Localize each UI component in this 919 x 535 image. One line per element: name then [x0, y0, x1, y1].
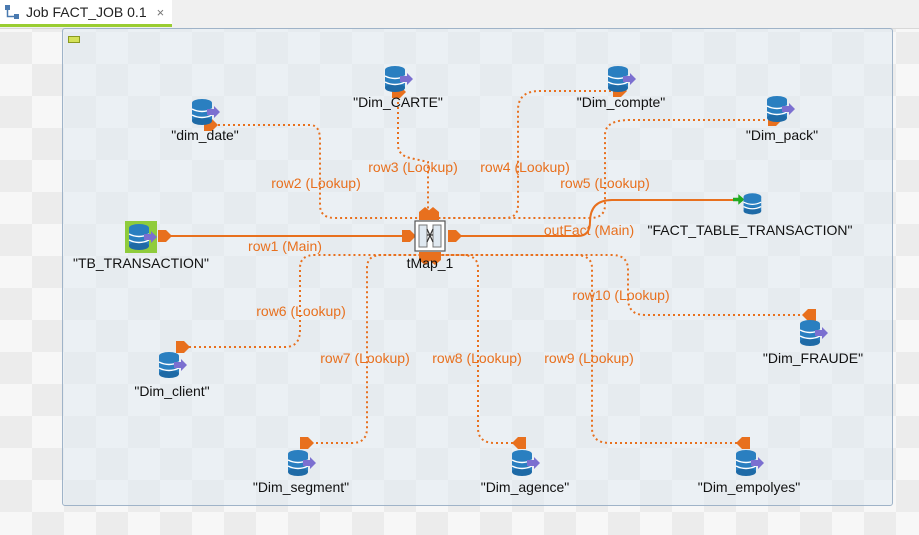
- wire-row7[interactable]: [306, 254, 424, 444]
- conn-label-row3: row3 (Lookup): [368, 159, 458, 175]
- tab-title: Job FACT_JOB 0.1: [26, 4, 147, 20]
- database-icon[interactable]: [127, 222, 157, 252]
- node-label-dim-empolyes: "Dim_empolyes": [697, 479, 801, 495]
- node-label-dim-fraude: "Dim_FRAUDE": [762, 350, 864, 366]
- wire-row2[interactable]: [208, 124, 428, 219]
- tmap-lookup-bottom-2: [429, 252, 441, 265]
- database-icon[interactable]: [286, 448, 316, 478]
- conn-label-outfact: outFact (Main): [543, 222, 635, 238]
- row9-connector: [736, 437, 750, 449]
- tmap-input-main: [402, 230, 416, 242]
- row7-connector: [300, 437, 314, 449]
- wire-row5[interactable]: [440, 119, 770, 219]
- node-label-dim-agence: "Dim_agence": [480, 479, 570, 495]
- conn-label-row8: row8 (Lookup): [432, 350, 522, 366]
- row10-connector: [802, 309, 816, 321]
- job-icon: [5, 5, 19, 19]
- database-icon[interactable]: [510, 448, 540, 478]
- database-icon[interactable]: [383, 64, 413, 94]
- wire-row10[interactable]: [442, 254, 805, 316]
- node-label-dim-date: "dim_date": [171, 127, 239, 143]
- conn-label-row4: row4 (Lookup): [480, 159, 570, 175]
- database-icon[interactable]: [157, 350, 187, 380]
- node-label-dim-pack: "Dim_pack": [745, 127, 819, 143]
- wire-row6[interactable]: [184, 254, 420, 348]
- tab-job-fact-job[interactable]: Job FACT_JOB 0.1 ×: [0, 0, 172, 27]
- node-label-tmap: tMap_1: [406, 255, 454, 271]
- node-label-tb-transaction: "TB_TRANSACTION": [73, 255, 209, 271]
- node-label-dim-compte: "Dim_compte": [576, 94, 666, 110]
- conn-label-row10: row10 (Lookup): [572, 287, 670, 303]
- close-icon[interactable]: ×: [156, 4, 165, 20]
- conn-label-row9: row9 (Lookup): [544, 350, 634, 366]
- conn-label-row5: row5 (Lookup): [560, 175, 650, 191]
- tmap-output-main: [448, 230, 462, 242]
- database-icon[interactable]: [798, 318, 828, 348]
- database-icon[interactable]: [765, 94, 795, 124]
- collapse-subjob-button[interactable]: [68, 36, 80, 43]
- conn-label-row7: row7 (Lookup): [320, 350, 410, 366]
- wire-row4[interactable]: [438, 90, 616, 219]
- node-label-dim-segment: "Dim_segment": [252, 479, 350, 495]
- conn-label-row1: row1 (Main): [248, 238, 322, 254]
- database-icon[interactable]: [733, 188, 763, 218]
- row8-connector: [512, 437, 526, 449]
- tmap-lookup-top-2: [427, 207, 439, 220]
- database-icon[interactable]: [190, 97, 220, 127]
- tmap-lookup-bottom: [419, 252, 431, 265]
- wire-row8[interactable]: [436, 254, 513, 444]
- row1-connector: [158, 230, 172, 242]
- tmap-icon[interactable]: [414, 220, 446, 252]
- row6-connector: [176, 341, 190, 353]
- node-label-dim-carte: "Dim_CARTE": [353, 94, 443, 110]
- database-icon[interactable]: [734, 448, 764, 478]
- conn-label-row6: row6 (Lookup): [256, 303, 346, 319]
- wire-row9[interactable]: [440, 254, 742, 444]
- database-icon[interactable]: [606, 64, 636, 94]
- wire-row3[interactable]: [397, 92, 429, 213]
- node-label-dim-client: "Dim_client": [134, 383, 210, 399]
- wire-outfact[interactable]: [458, 199, 734, 237]
- editor-tab-bar: Job FACT_JOB 0.1 ×: [0, 0, 919, 29]
- conn-label-row2: row2 (Lookup): [271, 175, 361, 191]
- node-label-fact-table: "FACT_TABLE_TRANSACTION": [647, 222, 853, 238]
